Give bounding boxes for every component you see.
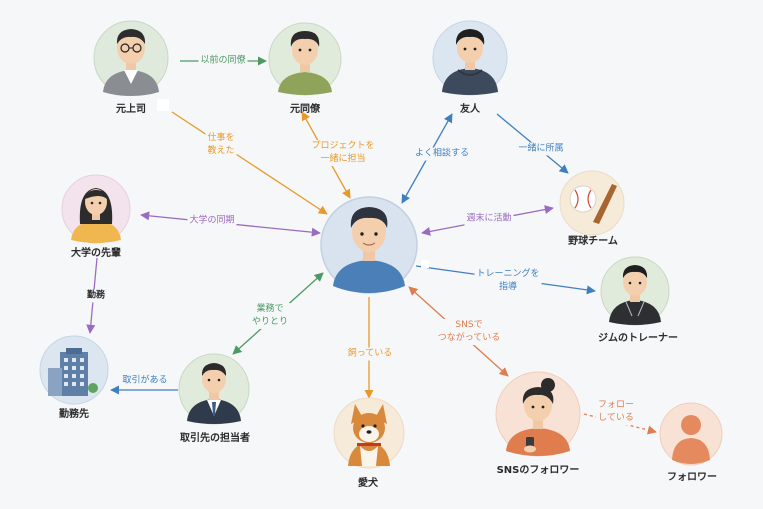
person-center-icon <box>320 196 418 294</box>
baseball-bat-icon <box>559 170 625 236</box>
edge-label-katteiru: 飼っている <box>345 347 395 361</box>
edge-label-iizen-douryou: 以前の同僚 <box>198 54 248 68</box>
edge-shigoto <box>171 111 328 215</box>
edge-label-line: 指導 <box>498 282 518 292</box>
woman-icon <box>61 174 131 244</box>
person-silhouette-icon <box>659 402 723 466</box>
edge-label-shozoku: 一緒に所属 <box>516 142 566 156</box>
edge-label-line: つながっている <box>437 333 501 343</box>
node-label-moto-douryou: 元同僚 <box>290 104 320 115</box>
edge-label-torihiki-aru: 取引がある <box>120 374 170 388</box>
edge-label-line: 教えた <box>207 146 235 156</box>
edge-label-line: 仕事を <box>207 133 235 143</box>
node-label-yakyuu: 野球チーム <box>568 236 618 247</box>
edge-label-line: SNSで <box>455 320 483 330</box>
node-label-yuujin: 友人 <box>460 104 480 115</box>
trainer-icon <box>600 256 670 326</box>
edge-label-training: トレーニングを 指導 <box>474 268 542 294</box>
edge-label-line: 取引がある <box>122 375 168 386</box>
edge-label-project: プロジェクトを 一緒に担当 <box>309 140 377 166</box>
edge-label-line: 一緒に担当 <box>320 154 366 164</box>
edge-label-line: している <box>598 413 634 423</box>
node-label-aiken: 愛犬 <box>358 478 378 489</box>
edge-label-line: 勤務 <box>86 290 106 301</box>
office-building-icon <box>39 335 109 405</box>
edge-label-line: 業務で <box>256 304 284 314</box>
man-glasses-icon <box>93 20 169 96</box>
edge-label-line: トレーニングを <box>476 269 540 279</box>
edge-label-gyoumu: 業務で やりとり <box>249 303 291 329</box>
edge-label-shuumatsu: 週末に活動 <box>464 212 514 226</box>
edge-label-line: プロジェクトを <box>311 141 375 151</box>
edge-label-shigoto: 仕事を 教えた <box>205 132 237 158</box>
node-label-moto-joushi: 元上司 <box>116 104 146 115</box>
edge-label-line: よく相談する <box>414 148 470 159</box>
edge-label-daigaku: 大学の同期 <box>187 214 237 228</box>
dog-icon <box>333 397 405 469</box>
man-suit-icon <box>178 353 250 425</box>
node-label-gym: ジムのトレーナー <box>598 333 678 344</box>
edge-label-line: 飼っている <box>347 348 393 359</box>
edge-label-line: フォロー <box>597 400 635 410</box>
node-label-kinmusaki: 勤務先 <box>59 409 89 420</box>
edge-label-follow: フォロー している <box>595 399 637 425</box>
man-hoodie-icon <box>432 20 508 96</box>
edge-label-kinmu: 勤務 <box>84 289 108 303</box>
edge-label-line: 一緒に所属 <box>518 143 564 154</box>
node-label-senpai: 大学の先輩 <box>71 248 121 259</box>
marker-square <box>157 99 169 111</box>
node-label-torihiki: 取引先の担当者 <box>180 433 250 444</box>
edge-label-line: やりとり <box>251 317 289 327</box>
edge-label-line: 週末に活動 <box>466 213 512 224</box>
node-label-follower: フォロワー <box>667 472 717 483</box>
edge-label-sns: SNSで つながっている <box>435 319 503 345</box>
edge-label-line: 以前の同僚 <box>200 55 246 66</box>
edge-label-line: 大学の同期 <box>189 215 235 226</box>
woman-phone-icon <box>495 371 581 457</box>
man-green-shirt-icon <box>268 22 342 96</box>
node-label-sns: SNSのフォロワー <box>496 465 580 476</box>
edge-label-soudan: よく相談する <box>412 147 472 161</box>
marker-square <box>421 260 429 268</box>
